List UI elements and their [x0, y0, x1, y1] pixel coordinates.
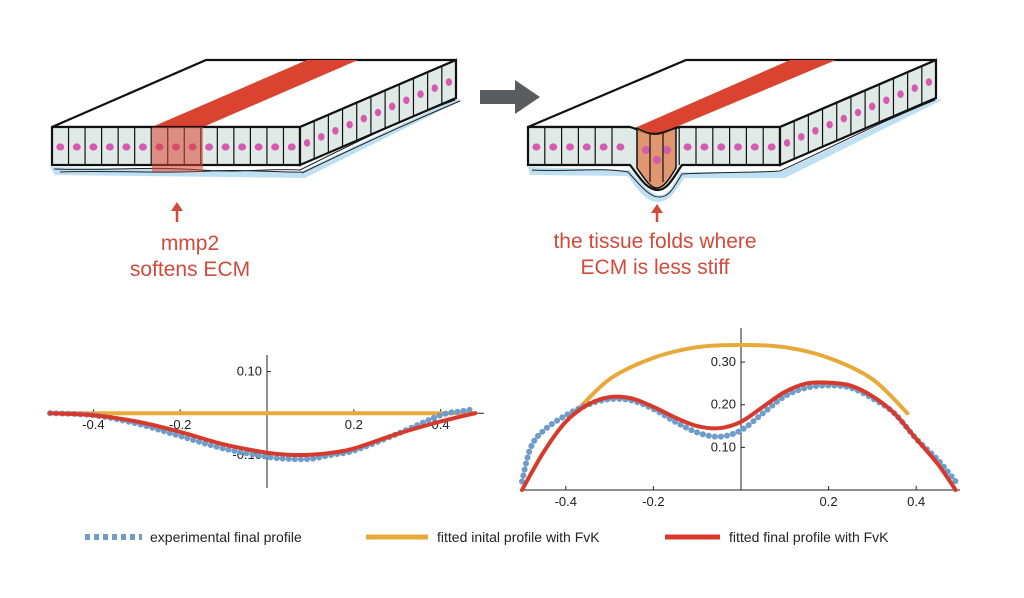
cell-nucleus	[221, 143, 230, 151]
cell-nucleus	[303, 139, 311, 147]
cell-nucleus	[445, 78, 453, 86]
fold-pointer-arrow	[651, 204, 663, 222]
cell-nucleus	[271, 143, 280, 151]
cell-nucleus	[566, 143, 574, 151]
y-tick-label: 0.30	[711, 354, 736, 369]
mmp2-softened-region	[152, 127, 203, 172]
cell-nucleus	[72, 143, 81, 151]
caption-softens-ecm: softens ECM	[130, 258, 250, 281]
caption-tissue-folds: the tissue folds where	[553, 230, 756, 253]
cell-nucleus	[840, 114, 848, 123]
tissue-slab-flat	[50, 58, 462, 178]
cell-nucleus	[683, 143, 692, 151]
cell-nucleus	[105, 143, 114, 151]
fold-nuclei	[642, 146, 671, 164]
legend: experimental final profile fitted inital…	[85, 529, 889, 545]
series-fitted-initial	[572, 343, 910, 416]
y-tick-label: 0.20	[711, 397, 736, 412]
series-experimental	[47, 406, 479, 463]
cell-nucleus	[403, 96, 410, 105]
front-cell-walls	[532, 127, 776, 165]
cell-nucleus	[599, 143, 608, 151]
cell-nucleus	[346, 120, 353, 129]
cell-nucleus	[911, 84, 918, 92]
ecm-layer	[50, 99, 462, 178]
cell-nucleus	[897, 90, 904, 99]
cell-nucleus	[122, 143, 131, 151]
cell-nucleus	[582, 143, 591, 151]
cell-nucleus	[431, 84, 438, 92]
cell-nucleus	[374, 108, 382, 117]
cell-nucleus	[138, 143, 147, 151]
cell-nucleus	[812, 126, 819, 135]
caption-ecm-less-stiff: ECM is less stiff	[581, 256, 730, 279]
legend-label-initial: fitted inital profile with FvK	[437, 529, 600, 545]
legend-label-experimental: experimental final profile	[150, 529, 302, 545]
x-tick-label: 0.2	[820, 494, 838, 509]
fold-band-top	[637, 60, 836, 133]
side-cell-walls	[783, 66, 933, 159]
side-cell-walls	[303, 66, 453, 159]
cell-nucleus	[360, 114, 368, 123]
cell-nucleus	[798, 133, 805, 141]
x-tick-label: 0.2	[345, 417, 363, 432]
cell-nucleus	[56, 143, 65, 151]
fold-cell-walls	[649, 133, 664, 182]
cell-nucleus	[854, 108, 862, 117]
x-tick-label: -0.4	[82, 417, 104, 432]
cell-nucleus	[532, 143, 541, 151]
cell-nucleus	[925, 78, 933, 86]
cell-nucleus	[783, 139, 791, 147]
cell-nucleus	[717, 143, 726, 151]
ecm-fibers	[531, 99, 936, 198]
cell-nucleus	[767, 143, 776, 151]
tissue-slab-folded	[526, 58, 942, 202]
cell-nucleus	[734, 143, 742, 151]
caption-mmp2: mmp2	[161, 232, 219, 255]
cell-nucleus	[883, 96, 890, 105]
x-tick-label: -0.4	[555, 494, 577, 509]
cell-nucleus	[388, 102, 396, 111]
cell-nucleus	[89, 143, 98, 151]
profile-chart-2: -0.4 -0.2 0.2 0.4 0.10 0.20 0.30	[519, 328, 960, 509]
cell-nucleus	[616, 143, 625, 151]
x-tick-label: -0.2	[642, 494, 664, 509]
cell-nucleus	[332, 126, 339, 135]
mmp2-band-top	[152, 60, 358, 127]
cell-nucleus	[868, 102, 876, 111]
cell-nucleus	[287, 143, 296, 151]
cell-nucleus	[238, 143, 247, 151]
cell-nucleus	[205, 143, 214, 151]
cell-nucleus	[254, 143, 263, 151]
cell-nucleus	[417, 90, 424, 99]
y-tick-label: 0.10	[711, 439, 736, 454]
cell-nucleus	[750, 143, 759, 151]
y-tick-label: 0.10	[237, 364, 262, 379]
cell-nucleus	[700, 143, 709, 151]
cell-nucleus	[826, 120, 833, 129]
mmp2-pointer-arrow	[171, 202, 183, 222]
series-fitted-final	[48, 411, 478, 458]
series-fitted-final	[520, 380, 958, 492]
cell-nucleus	[318, 133, 325, 141]
right-arrow-icon	[480, 80, 540, 114]
front-cell-walls	[56, 127, 296, 165]
x-tick-label: 0.4	[907, 494, 925, 509]
cell-nucleus	[549, 143, 558, 151]
legend-label-final: fitted final profile with FvK	[729, 529, 889, 545]
